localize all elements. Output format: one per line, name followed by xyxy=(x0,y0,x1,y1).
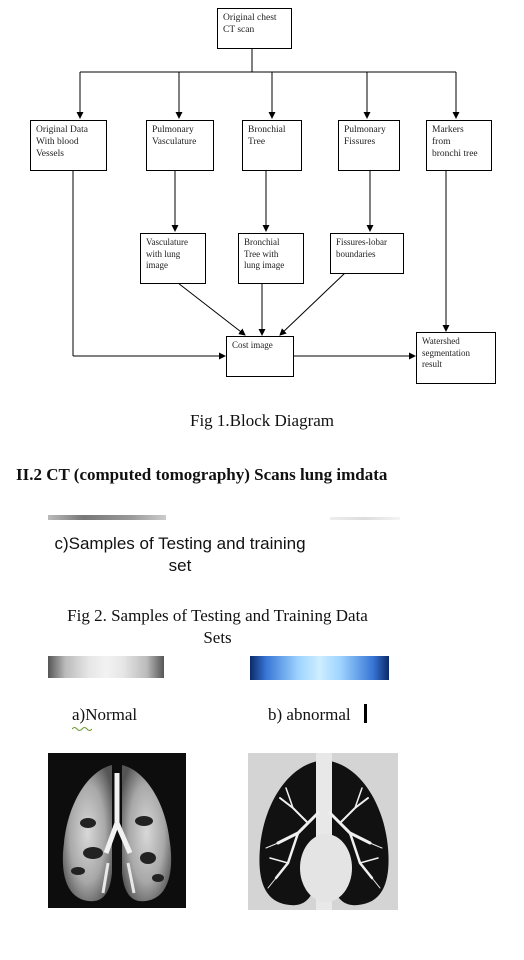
node-pulmonary-vasculature: Pulmonary Vasculature xyxy=(146,120,214,171)
text-cursor xyxy=(364,704,367,723)
node-original-data-blood-vessels: Original Data With blood Vessels xyxy=(30,120,107,171)
node-bronchial-tree: Bronchial Tree xyxy=(242,120,302,171)
node-cost-image: Cost image xyxy=(226,336,294,377)
node-markers-bronchi-tree: Markers from bronchi tree xyxy=(426,120,492,171)
node-fissures-lobar-boundaries: Fissures-lobar boundaries xyxy=(330,233,404,274)
root-node-original-ct: Original chest CT scan xyxy=(217,8,292,49)
normal-sample-image-crop xyxy=(48,656,164,678)
node-bronchial-tree-with-lung: Bronchial Tree with lung image xyxy=(238,233,304,284)
spellcheck-underline xyxy=(72,727,92,731)
node-vasculature-with-lung: Vasculature with lung image xyxy=(140,233,206,284)
cropped-image-strip xyxy=(48,515,166,520)
section-heading: II.2 CT (computed tomography) Scans lung… xyxy=(16,465,388,484)
node-pulmonary-fissures: Pulmonary Fissures xyxy=(338,120,400,171)
block-diagram: Original chest CT scan Original Data Wit… xyxy=(0,0,524,400)
label-normal: a)Normal xyxy=(72,705,138,724)
diagram-connectors xyxy=(72,48,460,360)
ct-image-abnormal xyxy=(248,753,398,910)
node-watershed-result: Watershed segmentation result xyxy=(416,332,496,384)
cropped-image-strip-faint xyxy=(330,517,400,520)
samples-caption: c)Samples of Testing and training set xyxy=(54,534,306,575)
figure-1-caption: Fig 1.Block Diagram xyxy=(189,411,334,430)
abnormal-sample-image-crop xyxy=(250,656,389,680)
label-abnormal: b) abnormal xyxy=(268,705,351,724)
figure-2-caption: Fig 2. Samples of Testing and Training D… xyxy=(67,606,368,647)
ct-image-normal xyxy=(48,753,186,908)
